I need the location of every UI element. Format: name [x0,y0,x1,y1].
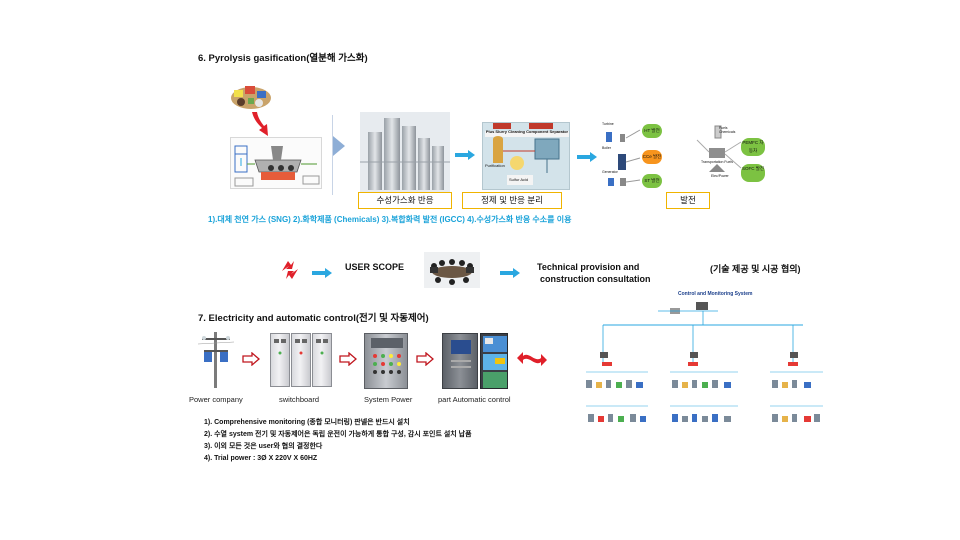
arrow-right-icon-2 [577,149,597,162]
label-automatic-control: part Automatic control [438,395,511,404]
hollow-arrow-icon-3 [416,351,434,367]
technical-label-2: construction consultation [540,274,651,283]
hollow-arrow-icon-1 [242,351,260,367]
arrow-right-icon-4 [500,265,520,278]
technical-label-2-clip: construction consultation [537,274,667,283]
recycle-icon [280,259,300,281]
arrow-right-icon [455,147,475,160]
chem-small-3: Elec/Power [711,174,729,178]
label-system-power: System Power [364,395,413,404]
chevron-right-icon [333,136,347,156]
box-power: 발전 [666,192,710,209]
meeting-image [424,252,480,288]
generation-schematic: Turbine Boiler Generator HT 발전 CCe 발전 ST… [602,120,666,194]
pyrolysis-process-diagram [230,137,322,189]
note-3: 3). 이외 모든 것은 user와 협의 결정한다 [204,443,323,450]
feedstock-image [228,78,274,112]
technical-korean-label: (기술 제공 및 시공 협의) [710,264,801,274]
gen-label-cce: CCe 발전 [642,150,662,164]
feed-arrow-icon [248,110,270,138]
power-pole-image [197,330,235,388]
chem-small-2: Transportation Fuels [701,160,733,164]
gen-small-1: Turbine [602,122,614,126]
system-diagram-title: Control and Monitoring System [678,291,753,297]
uses-list: 1).대체 천연 가스 (SNG) 2).화학제품 (Chemicals) 3)… [208,215,572,224]
automatic-control-panel-image [442,333,478,389]
box-reaction: 수성가스화 반응 [358,192,452,209]
note-1: 1). Comprehensive monitoring (종합 모니터링) 판… [204,419,410,426]
gen-small-3: Generator [602,170,618,174]
chem-small-1: Fuels Chemicals [719,126,736,134]
hollow-arrow-icon-2 [339,351,357,367]
hmi-screen-image [480,333,508,389]
user-scope-label: USER SCOPE [345,262,405,272]
note-4: 4). Trial power : 3Ø X 220V X 60HZ [204,455,318,462]
chem-label-sofc: SOFC 발전 [741,164,765,182]
section7-title: 7. Electricity and automatic control(전기 … [198,313,429,324]
control-monitoring-system-diagram: Control and Monitoring System [578,288,828,434]
gen-small-2: Boiler [602,146,611,150]
fuel-chemicals-schematic: Fuels Chemicals Transportation Fuels Ele… [695,120,769,194]
system-power-panel-image [364,333,408,389]
box-purification: 정제 및 반응 분리 [462,192,562,209]
gasification-tower-image [360,112,450,192]
chem-label-pemfc: PEMFC 자동차 [741,138,765,156]
label-switchboard: switchboard [279,395,320,404]
note-2: 2). 수열 system 전기 및 자동제어은 독립 운전이 가능하게 통합 … [204,431,472,438]
igcc-separator-diagram: Plus Slurry Cleaning Component Separator… [482,122,570,190]
igcc-left-label: Purification [485,163,505,168]
igcc-top-label: Plus Slurry Cleaning Component Separator [485,129,569,134]
arrow-right-icon-3 [312,265,332,278]
gen-label-st: ST 발전 [642,174,662,188]
label-power-company: Power company [189,395,243,404]
gen-label-ht: HT 발전 [642,124,662,138]
technical-label: Technical provision and [537,262,640,272]
section6-title: 6. Pyrolysis gasification(열분해 가스화) [198,53,368,64]
bidirectional-arrow-icon [515,349,549,367]
switchboard-image [270,333,332,387]
igcc-bottom-label: Sulfur Acid [509,177,529,182]
divider-line [332,115,333,195]
